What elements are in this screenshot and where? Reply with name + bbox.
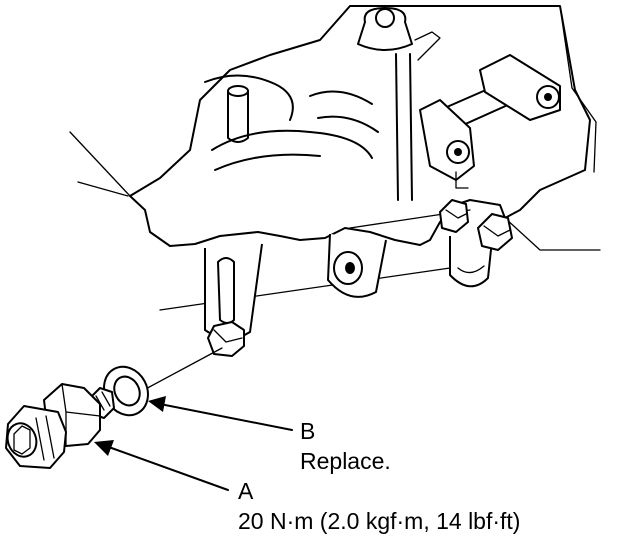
housing-details (204, 7, 561, 201)
alignment-line (139, 347, 223, 393)
housing-bolts (207, 199, 513, 357)
part-b-letter: B (300, 418, 316, 444)
part-b-note: Replace. (300, 448, 391, 474)
part-a-letter: A (238, 478, 254, 504)
speed-sensor (5, 383, 115, 469)
part-a-torque-spec: 20 N·m (2.0 kgf·m, 14 lbf·ft) (238, 508, 521, 534)
leader-arrow-a (94, 440, 229, 491)
mounting-bosses (204, 233, 493, 340)
sealing-washer (103, 365, 149, 417)
leader-arrow-b (148, 396, 293, 431)
transmission-housing (69, 5, 601, 311)
